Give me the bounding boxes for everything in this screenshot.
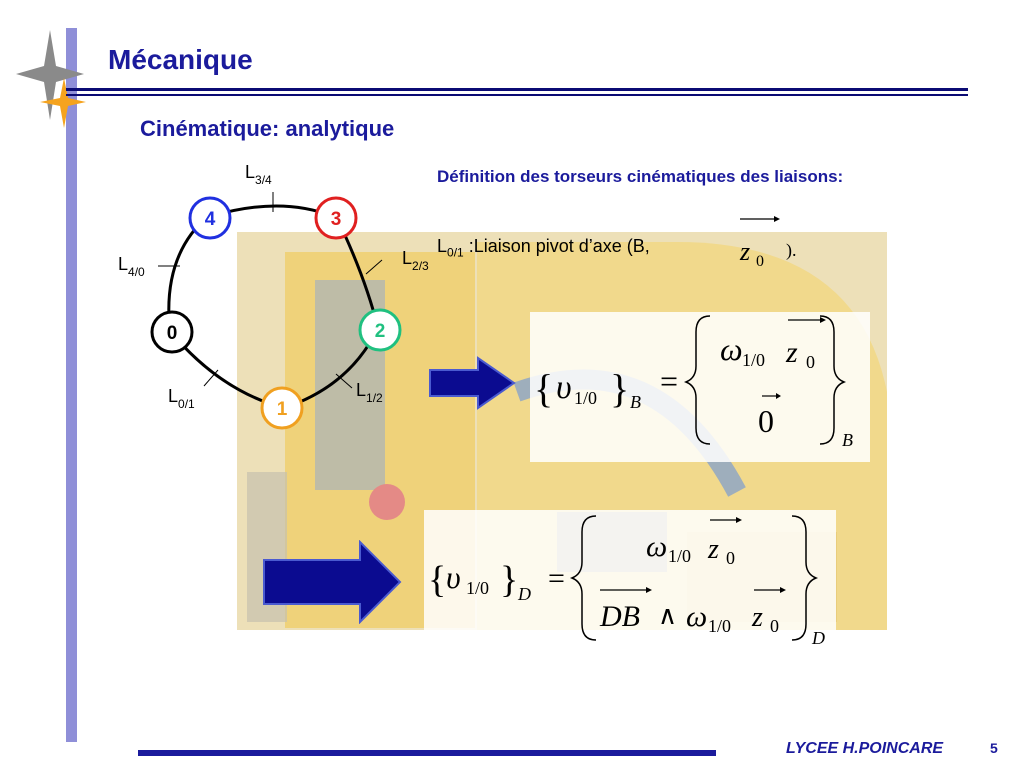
eqB-point-right: B: [842, 430, 853, 450]
eqD-omega-sub-bottom: 1/0: [708, 616, 731, 636]
page-title: Mécanique: [108, 44, 253, 75]
svg-text:{: {: [428, 559, 446, 601]
header-rule-thin: [66, 94, 968, 96]
eqD-sub: 1/0: [466, 578, 489, 598]
svg-text:L3/4: L3/4: [245, 162, 272, 187]
link-label-0-1: L0/1: [168, 386, 195, 411]
svg-text:}: }: [500, 559, 518, 601]
eqB-sub: 1/0: [574, 388, 597, 408]
graph-node-4: 4: [188, 196, 232, 240]
graph-node-3: 3: [314, 196, 358, 240]
svg-text:{: {: [534, 366, 553, 411]
graph-node-2: 2: [358, 308, 402, 352]
svg-text:}: }: [610, 366, 629, 411]
arrow-right-icon: [429, 356, 516, 410]
footer-rule: [138, 750, 716, 756]
link-label-2-3: L2/3: [402, 248, 429, 273]
axis-close: ).: [786, 240, 797, 261]
page-subtitle: Cinématique: analytique: [140, 116, 395, 141]
link-label-4-0: L4/0: [118, 254, 145, 279]
eqD-DB: DB: [599, 600, 640, 633]
eqD-equals: =: [548, 562, 565, 595]
svg-text:L4/0: L4/0: [118, 254, 145, 279]
eqD-wedge: ∧: [658, 601, 677, 630]
equation-D: { υ 1/0 } D = ω 1/0 z 0 DB ∧ ω 1/0 z 0 D: [424, 510, 836, 650]
eqD-point: D: [517, 584, 531, 604]
eqD-upsilon: υ: [446, 559, 461, 595]
svg-text:L1/2: L1/2: [356, 380, 383, 405]
eqD-omega-top: ω: [646, 530, 667, 563]
eqD-omega-bottom: ω: [686, 600, 707, 633]
eqD-z-bottom: z: [751, 602, 763, 633]
arrow-right-large-icon: [263, 540, 402, 624]
eqB-equals: =: [660, 363, 678, 399]
svg-text:L2/3: L2/3: [402, 248, 429, 273]
eqB-z: z: [785, 336, 798, 369]
graph-node-0: 0: [150, 310, 194, 354]
liaison-sub: 0/1: [447, 245, 464, 260]
eqB-omega-sub: 1/0: [742, 350, 765, 370]
axis-z0-symbol: z 0 ).: [739, 216, 797, 270]
eqD-z-sub-bottom: 0: [770, 616, 779, 636]
definition-text: Définition des torseurs cinématiques des…: [437, 167, 844, 186]
liaison-text: :Liaison pivot d’axe (B,: [463, 236, 650, 256]
liaison-graph: 0 1 2 3 4 L0/1 L1/2 L2/3 L3/4 L4/0: [118, 162, 429, 430]
eqB-zero: 0: [758, 403, 774, 439]
liaison-line: L0/1 :Liaison pivot d’axe (B,: [437, 236, 650, 260]
graph-node-2-label: 2: [375, 321, 386, 342]
equation-B: { υ 1/0 } B = ω 1/0 z 0 0 B: [530, 312, 870, 462]
header-rule: [66, 88, 968, 91]
eqD-point-right: D: [811, 628, 825, 648]
footer-school: LYCEE H.POINCARE: [786, 740, 944, 757]
eqB-upsilon: υ: [556, 369, 572, 406]
link-label-3-4: L3/4: [245, 162, 272, 187]
eqD-z-top: z: [707, 534, 719, 565]
graph-node-1: 1: [260, 386, 304, 430]
star-logo-icon: [16, 30, 86, 128]
svg-text:L0/1: L0/1: [168, 386, 195, 411]
graph-node-1-label: 1: [277, 399, 288, 420]
liaison-L: L: [437, 236, 448, 256]
eqB-point: B: [630, 392, 641, 412]
eqD-omega-sub-top: 1/0: [668, 546, 691, 566]
page-number: 5: [990, 740, 998, 756]
link-label-1-2: L1/2: [356, 380, 383, 405]
eqB-omega: ω: [720, 331, 743, 367]
sidebar-bar: [66, 28, 77, 742]
graph-node-0-label: 0: [167, 323, 178, 344]
axis-z: z: [739, 237, 750, 266]
graph-node-4-label: 4: [205, 209, 216, 230]
eqD-z-sub-top: 0: [726, 548, 735, 568]
axis-z-sub: 0: [756, 253, 764, 270]
graph-node-3-label: 3: [331, 209, 342, 230]
eqB-z-sub: 0: [806, 352, 815, 372]
